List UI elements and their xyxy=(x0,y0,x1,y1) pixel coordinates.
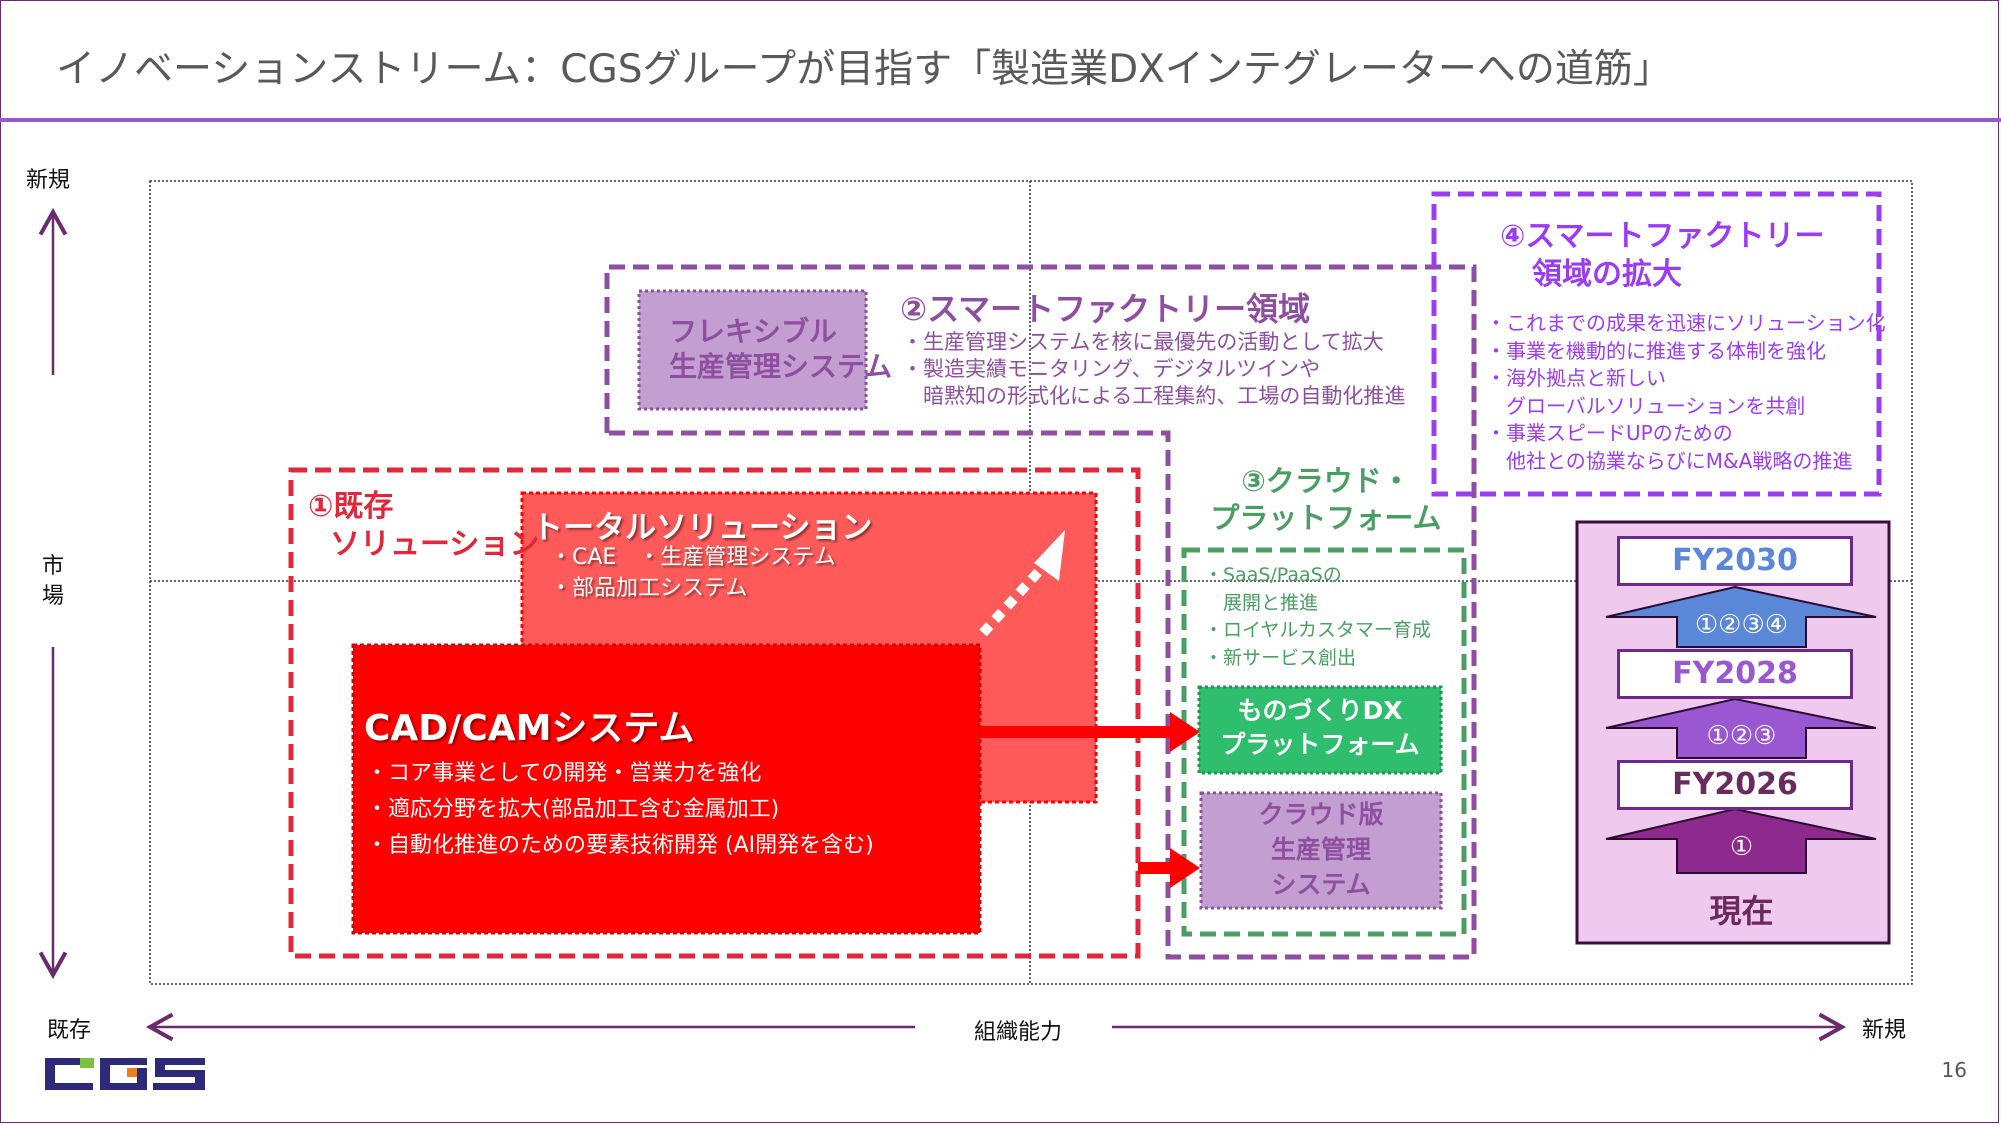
title-bar: イノベーションストリーム：CGSグループが目指す「製造業DXインテグレーターへの… xyxy=(0,0,2001,118)
quadrant-outer xyxy=(149,180,1913,985)
monozukuri-line: プラットフォーム xyxy=(1220,730,1420,759)
page-number: 16 xyxy=(1941,1058,1967,1082)
total-solution-item: ・部品加工システム xyxy=(550,576,748,601)
y-axis-top-label: 新規 xyxy=(26,168,71,193)
monozukuri-line: ものづくりDX xyxy=(1237,696,1403,725)
roadmap-arrow-label-123: ①②③ xyxy=(1706,721,1777,751)
cadcam-item: ・適応分野を拡大(部品加工含む金属加工) xyxy=(366,797,780,822)
region4-heading-line: ④スマートファクトリー xyxy=(1500,219,1825,254)
milestone-fy2028: FY2028 xyxy=(1617,649,1853,699)
cadcam-title: CAD/CAMシステム xyxy=(364,708,695,749)
region3-item: ・SaaS/PaaSの xyxy=(1204,564,1342,586)
flexible-pms-box xyxy=(637,289,868,411)
region2-item: 暗黙知の形式化による工程集約、工場の自動化推進 xyxy=(902,384,1406,408)
region3-item: 展開と推進 xyxy=(1204,591,1319,614)
arrow-to-monozukuri-head xyxy=(1170,712,1200,752)
milestone-fy2030: FY2030 xyxy=(1617,536,1853,586)
region4-border xyxy=(1431,191,1882,497)
roadmap-arrow-1234 xyxy=(1605,585,1877,648)
region4-item: ・事業を機動的に推進する体制を強化 xyxy=(1486,338,1826,363)
growth-arrow-shaft xyxy=(979,566,1044,637)
region2-border xyxy=(604,264,1477,960)
cloud-pms-line: クラウド版 xyxy=(1258,800,1384,829)
region4-item: ・事業スピードUPのための xyxy=(1486,421,1733,445)
region4-items: ・これまでの成果を迅速にソリューション化 ・事業を機動的に推進する体制を強化 ・… xyxy=(1486,310,1886,475)
flexible-pms-line: 生産管理システム xyxy=(669,350,893,383)
region2-heading: ②スマートファクトリー領域 xyxy=(900,290,1311,328)
arrow-to-monozukuri-shaft xyxy=(980,726,1170,738)
cloud-pms-line: 生産管理 xyxy=(1270,835,1371,864)
cadcam-item: ・コア事業としての開発・営業力を強化 xyxy=(366,761,762,786)
x-axis-right-label: 新規 xyxy=(1862,1018,1907,1043)
region2-items: ・生産管理システムを核に最優先の活動として拡大 ・製造実績モニタリング、デジタル… xyxy=(902,329,1405,410)
region1-border xyxy=(288,467,1141,959)
growth-arrow-head xyxy=(1034,530,1065,581)
total-solution-item: ・CAE ・生産管理システム xyxy=(550,545,836,570)
region3-heading-line: プラットフォーム xyxy=(1210,501,1442,535)
region1-heading-line: ①既存 xyxy=(308,489,394,524)
roadmap-arrow-label-1: ① xyxy=(1729,832,1754,862)
region3-heading-line: ③クラウド・ xyxy=(1241,464,1411,498)
region2-item: ・製造実績モニタリング、デジタルツインや xyxy=(902,357,1321,381)
flexible-pms-line: フレキシブル xyxy=(669,315,838,348)
roadmap-arrow-123 xyxy=(1605,697,1877,759)
arrow-to-cloud-head xyxy=(1170,848,1200,888)
total-solution-title: トータルソリューション xyxy=(532,510,873,546)
region3-heading: ③クラウド・ プラットフォーム xyxy=(1200,463,1452,537)
monozukuri-box xyxy=(1197,685,1443,775)
page-title: イノベーションストリーム：CGSグループが目指す「製造業DXインテグレーターへの… xyxy=(56,47,1672,92)
region4-item: 他社との協業ならびにM&A戦略の推進 xyxy=(1486,448,1853,473)
region4-item: グローバルソリューションを共創 xyxy=(1486,393,1806,418)
cloud-pms-label: クラウド版 生産管理 システム xyxy=(1201,797,1441,902)
roadmap-arrow-1 xyxy=(1605,807,1877,874)
roadmap-current: 現在 xyxy=(1709,892,1774,930)
x-axis-center-label: 組織能力 xyxy=(974,1020,1063,1045)
roadmap-arrow-label-1234: ①②③④ xyxy=(1694,610,1789,640)
title-divider xyxy=(0,118,2001,122)
region3-item: ・ロイヤルカスタマー育成 xyxy=(1204,619,1431,641)
region4-item: ・これまでの成果を迅速にソリューション化 xyxy=(1486,311,1886,335)
monozukuri-label: ものづくりDX プラットフォーム xyxy=(1199,694,1441,762)
cadcam-item: ・自動化推進のための要素技術開発 (AI開発を含む) xyxy=(366,833,874,858)
cloud-pms-line: システム xyxy=(1271,870,1371,899)
total-solution-items: ・CAE ・生産管理システム ・部品加工システム xyxy=(550,542,836,604)
y-axis-label: 市 場 xyxy=(38,552,68,612)
region4-heading: ④スマートファクトリー 領域の拡大 xyxy=(1500,218,1825,294)
milestone-fy2026: FY2026 xyxy=(1617,760,1853,810)
x-axis-left-label: 既存 xyxy=(47,1018,92,1043)
region1-heading: ①既存 ソリューション xyxy=(308,488,539,564)
region3-items: ・SaaS/PaaSの 展開と推進 ・ロイヤルカスタマー育成 ・新サービス創出 xyxy=(1204,562,1431,672)
y-axis-label-char: 市 xyxy=(41,554,64,579)
cadcam-box xyxy=(351,643,982,935)
region4-item: ・海外拠点と新しい xyxy=(1486,366,1666,390)
arrow-to-cloud-shaft xyxy=(1138,862,1170,874)
flexible-pms-label: フレキシブル 生産管理システム xyxy=(669,314,893,384)
y-axis-label-char: 場 xyxy=(41,584,64,609)
region4-heading-line: 領域の拡大 xyxy=(1532,257,1682,292)
region2-item: ・生産管理システムを核に最優先の活動として拡大 xyxy=(902,330,1384,354)
region3-item: ・新サービス創出 xyxy=(1204,646,1357,669)
cloud-pms-box xyxy=(1199,791,1443,910)
cadcam-items: ・コア事業としての開発・営業力を強化 ・適応分野を拡大(部品加工含む金属加工) … xyxy=(366,756,874,864)
region1-heading-line: ソリューション xyxy=(330,527,540,562)
cgs-logo xyxy=(45,1058,205,1090)
